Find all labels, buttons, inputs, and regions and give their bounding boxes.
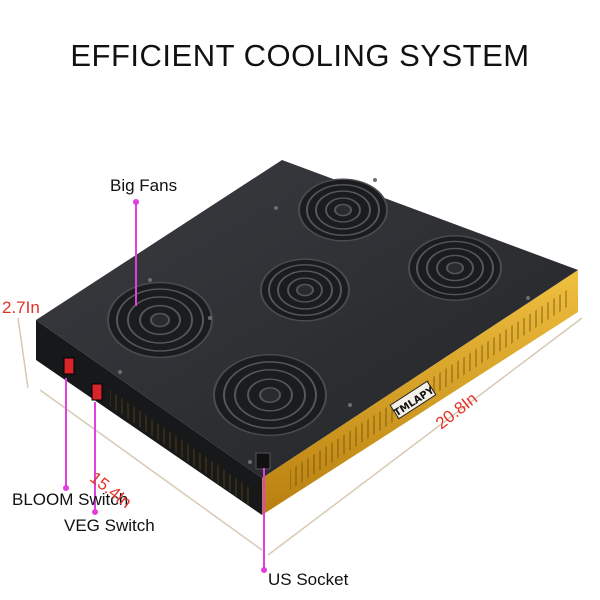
dimension-lines	[17, 317, 583, 556]
fan-front	[213, 353, 327, 437]
us-socket-label: US Socket	[268, 570, 349, 589]
screws	[118, 178, 530, 464]
headline: EFFICIENT COOLING SYSTEM	[70, 38, 530, 73]
veg-switch-label: VEG Switch	[64, 516, 155, 535]
us-socket	[255, 452, 271, 470]
fan-right	[408, 235, 502, 301]
bloom-switch	[63, 357, 75, 375]
veg-switch	[91, 383, 103, 401]
pointer-arrows	[65, 202, 265, 570]
fan-center	[260, 258, 350, 322]
fan-left	[107, 281, 213, 359]
bloom-switch-label: BLOOM Switch	[12, 490, 129, 509]
height-dimension: 2.7In	[2, 298, 40, 317]
big-fans-label: Big Fans	[110, 176, 178, 195]
brand-plate	[389, 380, 437, 420]
fan-top	[298, 178, 388, 242]
